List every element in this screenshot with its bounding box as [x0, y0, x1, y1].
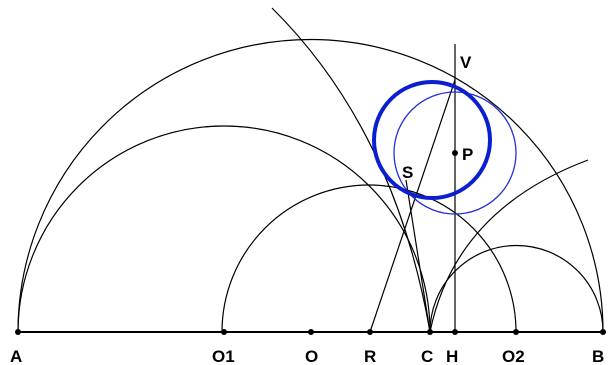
label-P: P [462, 145, 473, 164]
semicircle-R [221, 184, 517, 333]
point-O [308, 329, 314, 335]
line-R-V [369, 79, 456, 333]
tangent-circle-thin [393, 91, 517, 215]
point-C [427, 329, 433, 335]
label-V: V [460, 53, 472, 72]
point-B [600, 329, 606, 335]
semicircle-AC [17, 125, 431, 333]
arc-through-C-right [429, 159, 589, 333]
label-O: O [305, 347, 318, 365]
label-B: B [592, 347, 604, 365]
semicircle-AB [17, 38, 604, 333]
point-O1 [221, 329, 227, 335]
semicircle-CB [429, 244, 604, 333]
point-O2 [513, 329, 519, 335]
label-A: A [10, 347, 22, 365]
label-H: H [446, 347, 458, 365]
point-R [367, 329, 373, 335]
point-P [452, 150, 458, 156]
label-O2: O2 [502, 347, 525, 365]
point-A [15, 329, 21, 335]
label-S: S [402, 163, 413, 182]
label-C: C [421, 347, 433, 365]
line-S-C [405, 179, 431, 333]
label-R: R [364, 347, 376, 365]
tangent-circle-bold [372, 80, 492, 200]
label-O1: O1 [212, 347, 235, 365]
point-H [452, 329, 458, 335]
